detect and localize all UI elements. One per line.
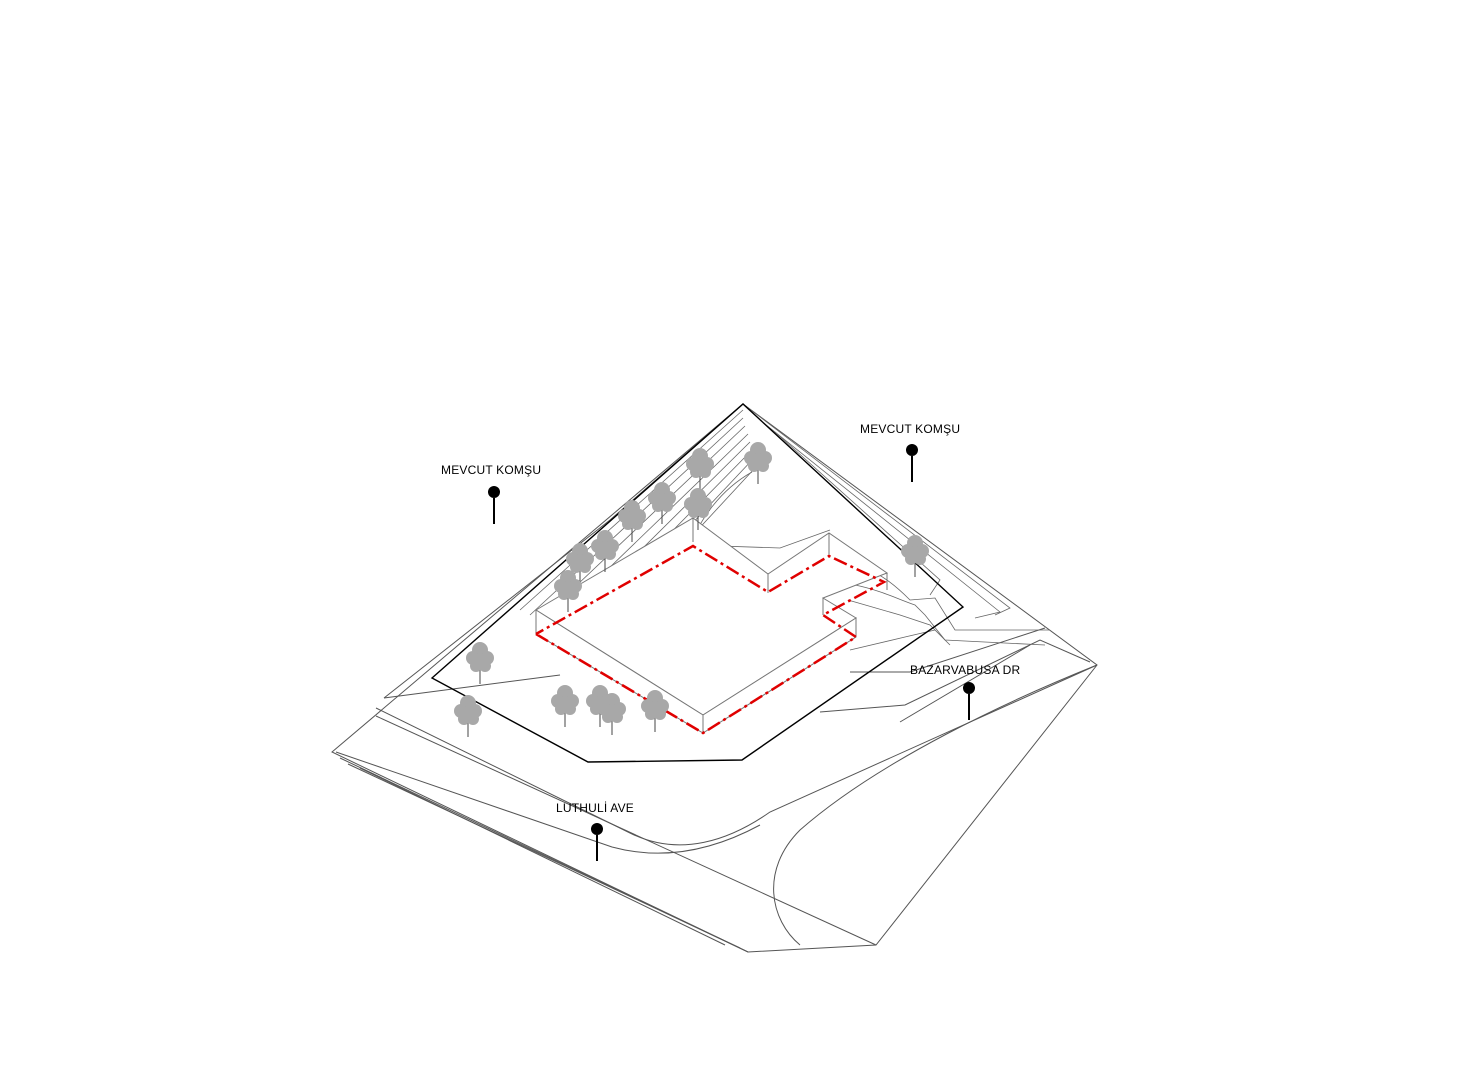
bazarvabusa-road-curve [773, 664, 1098, 946]
trees [454, 442, 929, 737]
label-neighbor-east: MEVCUT KOMŞU [860, 422, 961, 436]
tree-icon [566, 543, 594, 585]
tree-icon [554, 570, 582, 612]
tree-icon [648, 482, 676, 524]
luthuli-inner-edge [375, 715, 877, 946]
tree-icon [454, 695, 482, 737]
pin-stem [911, 456, 913, 482]
building-limit-line [535, 544, 887, 735]
building-wall-notch [692, 518, 888, 615]
road-linework [331, 403, 1098, 953]
luthuli-curb-2 [347, 763, 741, 949]
luthuli-curb-3 [359, 767, 726, 946]
tree-icon [618, 500, 646, 542]
tree-icon [591, 530, 619, 572]
tree-icon [598, 693, 626, 735]
pin-stem [596, 835, 598, 861]
building-roof [535, 517, 889, 716]
tree-icon [551, 685, 579, 727]
tree-icon [641, 690, 669, 732]
tree-icon [744, 442, 772, 484]
pin-stem [968, 694, 970, 720]
tree-icon [901, 535, 929, 577]
location-pin-icon [906, 444, 918, 456]
location-pin-icon [488, 486, 500, 498]
label-street-east: BAZARVABUSA DR [910, 663, 1021, 677]
label-neighbor-west: MEVCUT KOMŞU [441, 463, 542, 477]
tree-icon [686, 448, 714, 490]
bazarvabusa-edge-2 [819, 639, 1091, 713]
tree-icon [684, 488, 712, 530]
location-pin-icon [963, 682, 975, 694]
building-wall-side [702, 617, 857, 734]
tree-icon [466, 642, 494, 684]
location-pin-icon [591, 823, 603, 835]
luthuli-road-edge-lower [335, 751, 761, 854]
pin-stem [493, 498, 495, 524]
label-street-south: LUTHULİ AVE [556, 801, 635, 815]
site-boundary [430, 403, 965, 763]
plot-inner-west [383, 674, 561, 699]
